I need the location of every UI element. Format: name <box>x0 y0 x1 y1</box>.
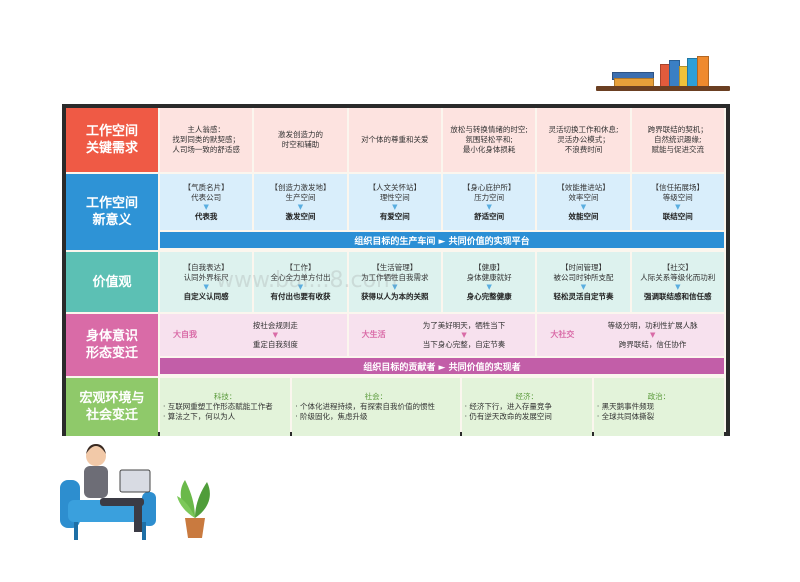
meaning-cell: 【创造力激发地】生产空间▼激发空间 <box>254 174 347 230</box>
ideology-cell: 大生活 为了美好明天，牺牲当下▼当下身心完整，自定节奏 <box>348 314 536 356</box>
arrow-down-icon: ▼ <box>392 282 398 291</box>
row-label-values: 价值观 <box>66 252 158 312</box>
row-label-ideology: 身体意识 形态变迁 <box>66 314 158 376</box>
meaning-cell: 【信任拓展场】等级空间▼联结空间 <box>631 174 724 230</box>
macro-cell-politics: 政治： · 黑天鹅事件频现· 全球共同体撕裂 <box>593 378 724 436</box>
meaning-cell: 【身心庇护所】压力空间▼舒适空间 <box>442 174 536 230</box>
macro-cell-tech: 科技： · 互联网重塑工作形态赋能工作者· 算法之下，何以为人 <box>160 378 291 436</box>
ideology-tag: 大自我 <box>173 330 197 339</box>
torso <box>84 466 108 498</box>
macro-cell-economy: 经济： · 经济下行，进入存量竞争· 仍有逆天改命的发展空间 <box>461 378 592 436</box>
values-cell: 【自我表达】认同外界标尺▼自定义认同感 <box>160 252 253 312</box>
arrow-down-icon: ▼ <box>649 330 656 339</box>
needs-cell: 激发创造力的时空和辅助 <box>254 108 347 172</box>
arrow-down-icon: ▼ <box>486 282 492 291</box>
arrow-down-icon: ▼ <box>461 330 467 339</box>
meaning-cell: 【气质名片】代表公司▼代表我 <box>160 174 253 230</box>
needs-cell: 跨界联结的契机；自然统识趣缘;赋能与促进交流 <box>631 108 724 172</box>
arrow-down-icon: ▼ <box>203 282 209 291</box>
meaning-cell: 【效能推进站】效率空间▼效能空间 <box>537 174 630 230</box>
diagram-board: 工作空间 关键需求 主人翁感：找到同类的默契感；人司场一致的舒适感 激发创造力的… <box>62 104 730 436</box>
head <box>86 446 106 466</box>
book <box>697 56 709 88</box>
values-cell: 【健康】身体健康就好▼身心完整健康 <box>442 252 536 312</box>
ideology-cell: 大社交 等级分明，功利性扩展人脉▼跨界联结，信任协作 <box>537 314 725 356</box>
values-cell: 【生活管理】为工作牺牲自我需求▼获得以人为本的关照 <box>348 252 441 312</box>
row-label-new-meaning: 工作空间 新意义 <box>66 174 158 250</box>
ideology-tag: 大生活 <box>361 330 386 339</box>
arrow-down-icon: ▼ <box>203 202 209 211</box>
needs-cell: 对个体的尊重和关爱 <box>348 108 441 172</box>
arrow-down-icon: ▼ <box>392 202 398 211</box>
arrow-down-icon: ▼ <box>272 330 279 339</box>
needs-cell: 放松与转换情绪的时空;氛围轻松平和;最小化身体损耗 <box>442 108 536 172</box>
needs-cell: 灵活切换工作和休息;灵活办公模式；不浪费时间 <box>537 108 630 172</box>
ideology-cell: 大自我 按社会规则走▼重定自我刻度 <box>160 314 347 356</box>
arrow-down-icon: ▼ <box>297 202 304 211</box>
hair <box>86 444 106 454</box>
arrow-down-icon: ▼ <box>675 202 681 211</box>
macro-cell-society: 社会： · 个体化进程持续，有探索自我价值的惯性· 阶级固化，焦虑升级 <box>292 378 460 436</box>
ideology-tag: 大社交 <box>550 330 575 339</box>
values-cell: 【社交】人际关系等级化而功利▼强调联结感和信任感 <box>631 252 724 312</box>
arrow-down-icon: ▼ <box>580 282 587 291</box>
potted-plant <box>177 480 210 538</box>
values-cell: 【时间管理】被公司时钟所支配▼轻松灵活自定节奏 <box>537 252 630 312</box>
legs <box>100 498 144 506</box>
shelf-board <box>596 86 730 91</box>
row-label-key-needs: 工作空间 关键需求 <box>66 108 158 172</box>
values-cell: 【工作】全心全力单方付出▼有付出也要有收获 <box>254 252 347 312</box>
chair-arm <box>142 492 156 526</box>
laptop-icon <box>119 469 151 493</box>
production-workshop-bar: 组织目标的生产车间 ► 共同价值的实现平台 <box>160 232 724 248</box>
needs-cell: 主人翁感：找到同类的默契感；人司场一致的舒适感 <box>160 108 253 172</box>
arrow-down-icon: ▼ <box>580 202 587 211</box>
contributor-bar: 组织目标的贡献者 ► 共同价值的实现者 <box>160 358 724 374</box>
arrow-down-icon: ▼ <box>486 202 492 211</box>
row-label-macro: 宏观环境与 社会变迁 <box>66 378 158 436</box>
arrow-down-icon: ▼ <box>675 282 681 291</box>
meaning-cell: 【人文关怀站】理性空间▼有爱空间 <box>348 174 441 230</box>
arrow-down-icon: ▼ <box>297 282 304 291</box>
worker-illustration <box>60 444 156 540</box>
